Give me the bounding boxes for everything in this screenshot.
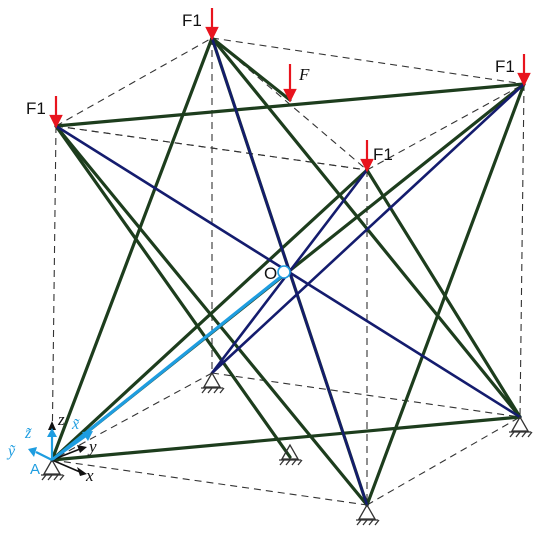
local-x-label: x̃: [71, 416, 80, 433]
force-label-mid: F: [298, 65, 310, 84]
force-label-right: F1: [495, 57, 515, 76]
force-label-left: F1: [26, 99, 46, 118]
support-front: [356, 503, 380, 526]
axis-x-label: x: [85, 466, 94, 485]
axis-z-label: z: [57, 410, 65, 429]
force-label-front: F1: [373, 145, 393, 164]
bar-top-mid: [210, 36, 292, 102]
origin-label: A: [30, 461, 40, 478]
local-y-label: ỹ: [6, 443, 16, 460]
bar-left-right-top: [54, 82, 526, 128]
bar-left-front-bottom: [54, 124, 369, 507]
support-A: [41, 458, 65, 481]
support-mid: [279, 443, 303, 466]
bar-bottom-left-right: [50, 415, 522, 462]
force-label-top: F1: [182, 11, 202, 30]
local-axes: [28, 428, 93, 461]
center-label: O: [264, 264, 277, 283]
bar-front-right-bottom: [365, 168, 522, 419]
force-arrows: [49, 8, 531, 173]
center-point: [277, 265, 291, 279]
vector-A-O: [50, 274, 284, 462]
bar-inner-3: [210, 82, 526, 375]
bar-top-right-bottom: [210, 36, 522, 419]
bar-left-back-bottom: [54, 124, 292, 459]
bar-top-left-bottom: [50, 36, 214, 462]
supports: [41, 371, 533, 526]
local-z-label: z̃: [24, 425, 32, 442]
axis-y-label: y: [87, 437, 97, 456]
bar-front-left-bottom: [50, 168, 369, 462]
support-right: [509, 415, 533, 438]
support-back: [201, 371, 225, 394]
